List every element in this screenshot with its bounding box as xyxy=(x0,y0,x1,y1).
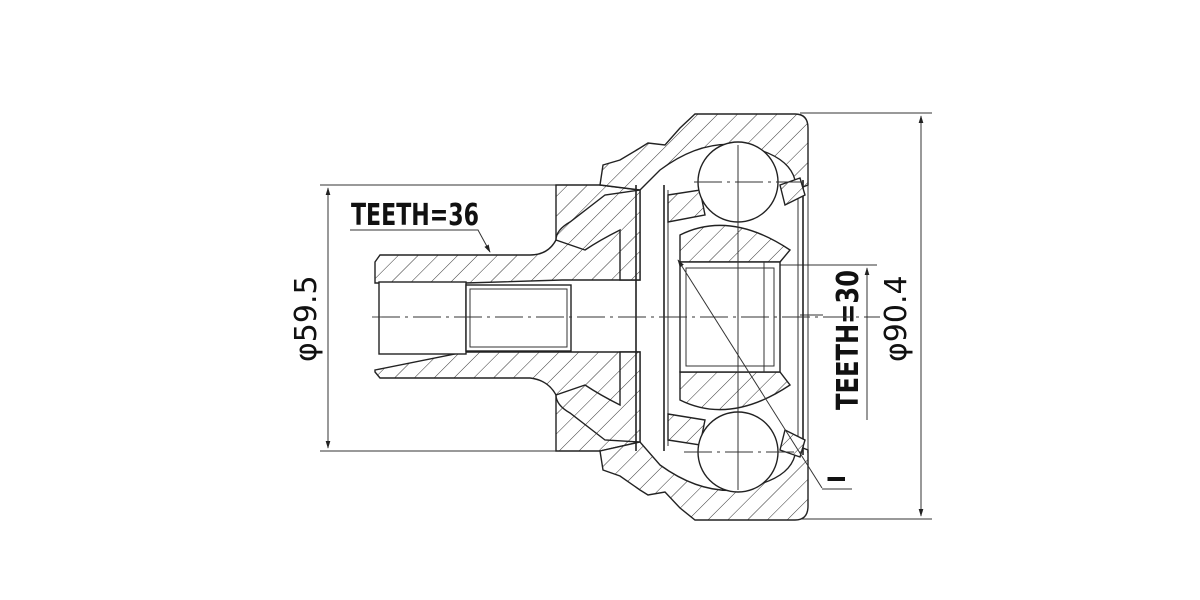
housing-neck-top xyxy=(555,189,641,281)
inner-race xyxy=(667,177,806,458)
inner-race-bottom xyxy=(679,371,792,411)
cage-top-left xyxy=(667,189,706,223)
cage-top-right xyxy=(779,177,806,207)
shaft-bore-inner xyxy=(465,284,572,352)
dimension-label-phi-59-5: φ59.5 xyxy=(289,275,324,362)
dimension-inner-spline: TEETH=30 xyxy=(680,264,877,420)
teeth-30-label: TEETH=30 xyxy=(831,270,866,410)
dimension-label-phi-90-4: φ90.4 xyxy=(879,275,914,362)
dimension-phi-59-5: φ59.5 xyxy=(289,184,605,452)
teeth-36-leader xyxy=(350,229,491,253)
teeth-36-label: TEETH=36 xyxy=(351,198,479,233)
inner-race-top xyxy=(679,224,792,263)
shaft-wall-top xyxy=(374,184,641,284)
side-mark-leader xyxy=(677,259,823,489)
stub-shaft: TEETH=36 xyxy=(350,184,641,452)
side-mark-label: I xyxy=(823,475,851,483)
housing-neck-bottom xyxy=(555,351,641,443)
shaft-bore-inner-chamfer xyxy=(469,288,568,348)
housing-bottom-wall xyxy=(599,441,809,521)
shaft-bore-outer xyxy=(378,281,467,355)
cage-bottom-left xyxy=(667,413,706,446)
outer-housing xyxy=(555,113,809,521)
dimension-phi-90-4: φ90.4 xyxy=(800,112,932,520)
cage-bottom-right xyxy=(779,428,806,458)
housing-top-wall xyxy=(599,113,809,192)
